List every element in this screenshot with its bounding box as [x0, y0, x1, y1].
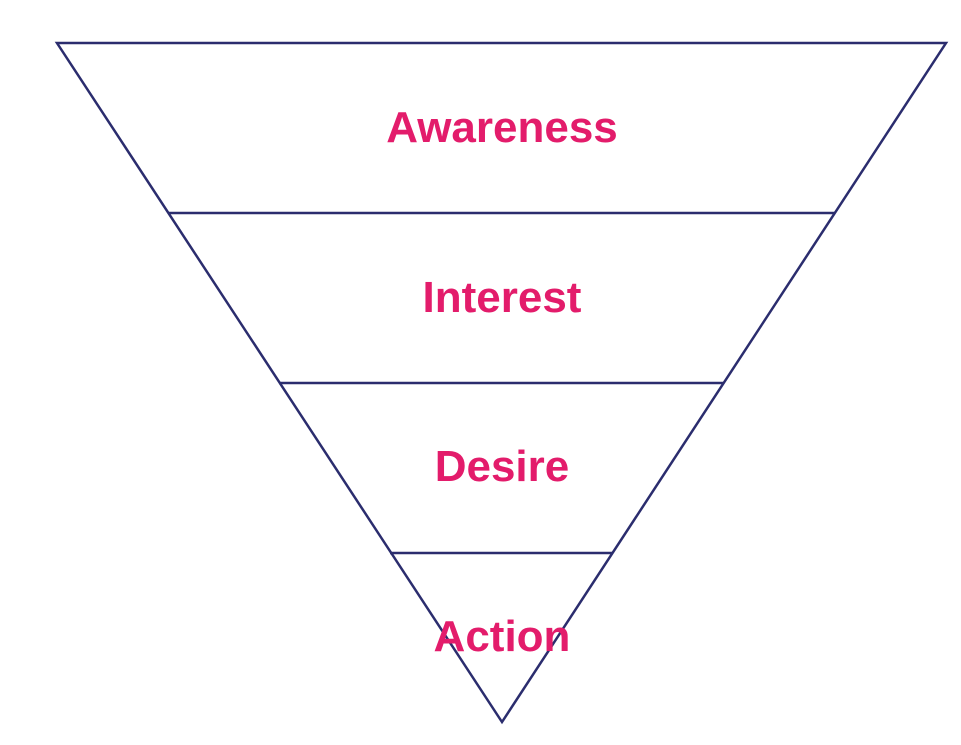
stage-label-desire: Desire	[435, 442, 570, 491]
stage-label-action: Action	[434, 612, 571, 661]
stage-label-awareness: Awareness	[386, 103, 618, 152]
stage-label-interest: Interest	[423, 273, 582, 322]
